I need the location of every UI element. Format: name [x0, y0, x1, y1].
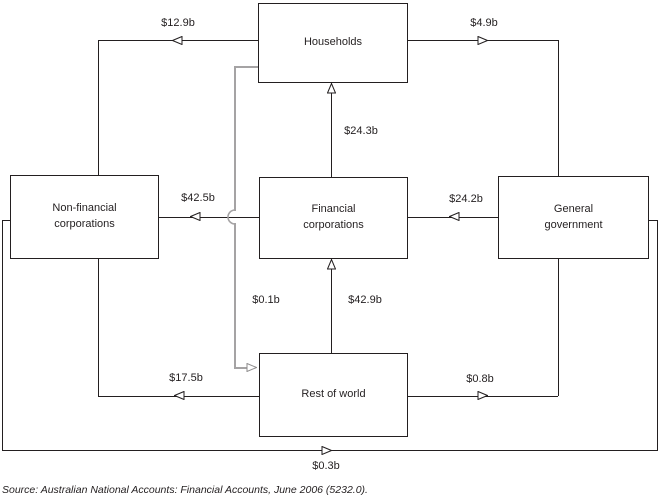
flow-hh-to-row-line-v-upper — [234, 66, 236, 211]
arrowhead-right-icon — [321, 445, 333, 456]
arrowhead-right-gray-icon — [246, 362, 258, 373]
flow-nfc-to-gg-line-v-left — [2, 220, 3, 451]
flow-hh-to-gg-line-v — [558, 40, 559, 176]
node-households-label: Households — [303, 36, 363, 49]
flow-row-to-fc-line-v — [331, 258, 332, 353]
node-general-government: General government — [498, 176, 649, 259]
flow-nfc-to-gg-stub-right — [648, 220, 657, 221]
node-non-financial-corporations: Non-financial corporations — [10, 175, 159, 259]
flow-amount-fc-to-nfc: $42.5b — [181, 192, 215, 204]
flow-amount-row-to-nfc: $17.5b — [169, 372, 203, 384]
arrowhead-left-icon — [448, 211, 460, 222]
flow-amount-fc-to-hh: $24.3b — [344, 125, 378, 137]
flow-row-to-gg-line-v — [558, 258, 559, 396]
flow-amount-gg-to-fc: $24.2b — [449, 193, 483, 205]
arrowhead-left-icon — [189, 211, 201, 222]
node-non-financial-corporations-label: Non-financial corporations — [52, 202, 117, 230]
node-rest-of-world: Rest of world — [259, 353, 408, 437]
arrowhead-up-icon — [326, 82, 337, 94]
node-general-government-label: General government — [544, 202, 603, 231]
flow-fc-to-nfc-line-h — [158, 217, 259, 218]
flow-nfc-to-gg-line-v-right — [657, 220, 658, 451]
flow-hh-to-row-line-bottom — [234, 367, 250, 369]
flow-amount-hh-to-nfc: $12.9b — [161, 17, 195, 29]
flow-amount-row-to-fc: $42.9b — [348, 294, 382, 306]
source-note: Source: Australian National Accounts: Fi… — [2, 484, 368, 496]
arrowhead-right-icon — [477, 35, 489, 46]
flow-hh-to-row-line-top — [234, 66, 258, 68]
line-hop-arc — [226, 209, 236, 225]
flow-amount-row-to-gg: $0.8b — [466, 373, 494, 385]
flow-fc-to-hh-line-v — [331, 82, 332, 177]
node-financial-corporations-label: Financial corporations — [303, 203, 364, 231]
arrowhead-right-icon — [477, 390, 489, 401]
arrowhead-up-icon — [326, 258, 337, 270]
node-rest-of-world-label: Rest of world — [301, 388, 366, 401]
flow-hh-to-row-line-v-lower — [234, 223, 236, 369]
arrowhead-left-icon — [171, 35, 183, 46]
flow-hh-to-nfc-line-v — [98, 40, 99, 175]
flow-amount-hh-to-row: $0.1b — [252, 294, 280, 306]
arrowhead-left-icon — [173, 390, 185, 401]
flow-amount-nfc-to-gg: $0.3b — [312, 460, 340, 472]
node-financial-corporations: Financial corporations — [259, 177, 408, 259]
node-households: Households — [258, 3, 408, 83]
flow-row-to-nfc-line-v — [98, 258, 99, 396]
flow-amount-hh-to-gg: $4.9b — [470, 17, 498, 29]
flow-nfc-to-gg-stub-left — [2, 220, 10, 221]
